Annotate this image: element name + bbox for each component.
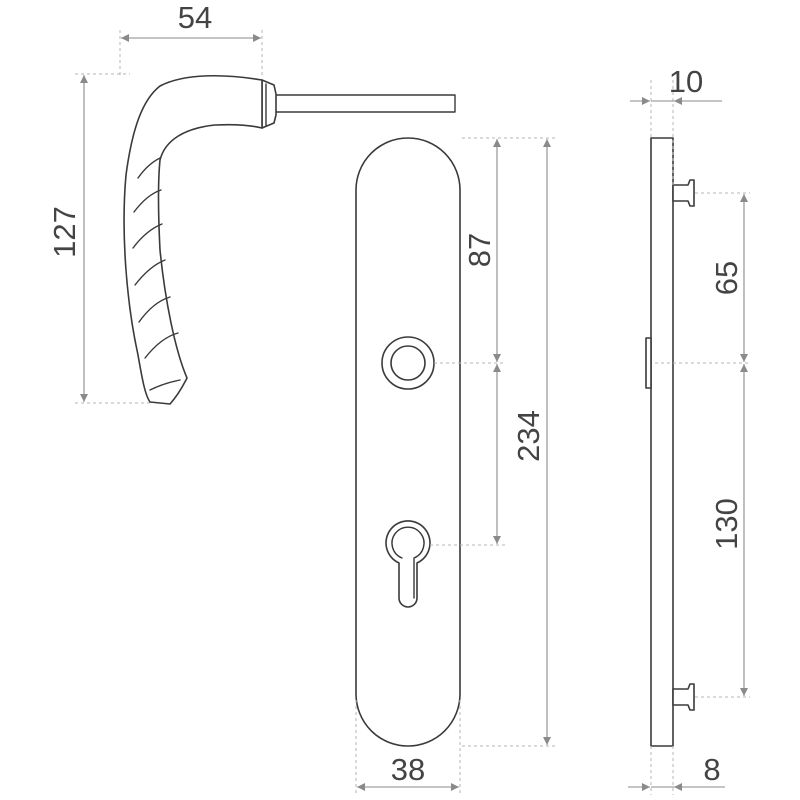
handle-body xyxy=(123,74,263,405)
dim-label-10: 10 xyxy=(669,64,703,99)
dim-label-8: 8 xyxy=(703,752,720,787)
plate-side-outline xyxy=(650,137,674,747)
plate-side-view xyxy=(645,137,695,747)
dim-handle-height: 127 xyxy=(47,73,150,404)
spindle-hole-inner xyxy=(390,345,426,381)
plate-outline xyxy=(355,137,461,747)
spindle-boss xyxy=(645,337,652,389)
cylinder-cutout xyxy=(385,520,431,608)
dim-label-130: 130 xyxy=(709,498,744,550)
dim-plate-width: 38 xyxy=(355,700,461,795)
top-screw-post xyxy=(672,179,695,207)
spindle xyxy=(273,94,456,113)
lever-handle xyxy=(123,74,456,405)
dim-plate-thickness-top: 10 xyxy=(630,64,722,105)
bottom-screw-post xyxy=(672,683,695,711)
dim-plate-length: 234 xyxy=(511,139,551,745)
escutcheon-plate xyxy=(355,137,461,747)
cylinder-cutout-inner xyxy=(391,526,425,599)
dim-label-65: 65 xyxy=(709,261,744,295)
dim-label-87: 87 xyxy=(462,233,497,267)
dim-label-234: 234 xyxy=(511,410,546,462)
dim-top-screw-to-spindle: 65 xyxy=(709,194,748,362)
dim-label-38: 38 xyxy=(391,752,425,787)
dim-handle-projection: 54 xyxy=(119,0,263,78)
dim-label-127: 127 xyxy=(47,206,82,258)
dim-plate-thickness-bottom: 8 xyxy=(628,752,725,791)
dim-spindle-to-bottom-screw: 130 xyxy=(709,364,748,696)
dim-handle-to-cylinder: 87 xyxy=(462,139,501,362)
handle-collar xyxy=(261,79,277,129)
dim-label-54: 54 xyxy=(178,0,212,35)
